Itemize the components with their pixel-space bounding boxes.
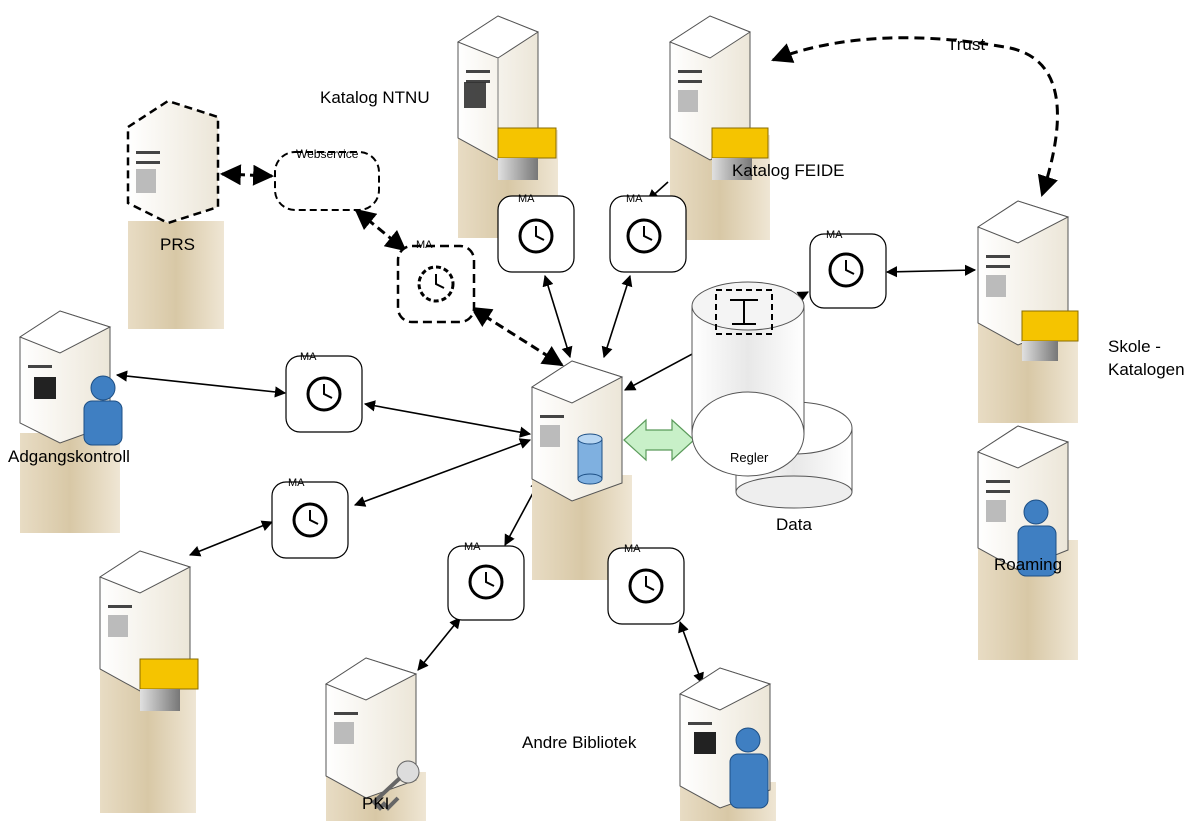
server-skole [976, 200, 1079, 423]
label-regler: Regler [730, 450, 769, 465]
webservice-cloud: Webservice [274, 147, 380, 211]
hub-ma-feide-link [601, 274, 633, 359]
label-skole-line2: Katalogen [1108, 360, 1185, 379]
prs-webservice-link [219, 164, 275, 186]
label-adgangskontroll: Adgangskontroll [8, 447, 130, 466]
ma-label-left-lower: MA [288, 477, 305, 489]
ma-box-left-lower: MA [271, 477, 349, 559]
server-adgangskontroll [18, 310, 123, 533]
adgang-ma-link [115, 370, 287, 398]
label-skole-line1: Skole - [1108, 337, 1161, 356]
ma-label-skole: MA [826, 229, 843, 241]
rules-icon [715, 289, 773, 335]
server-prs [126, 99, 224, 329]
ma-box-skole: MA [809, 229, 887, 309]
server-katalog-feide [668, 15, 770, 240]
server-pki [324, 657, 426, 822]
ma-hub-dashed-link [470, 306, 564, 367]
ma-label-adgang: MA [300, 351, 317, 363]
ma-label-ntnu: MA [518, 193, 535, 205]
ma-box-bibliotek: MA [607, 543, 685, 625]
label-trust: Trust [947, 35, 985, 54]
ma-label-pki: MA [464, 541, 481, 553]
label-roaming: Roaming [994, 555, 1062, 574]
connections [115, 36, 1059, 685]
label-katalog-ntnu: Katalog NTNU [320, 88, 430, 107]
label-andre-bibliotek: Andre Bibliotek [522, 733, 637, 752]
key-icon [371, 760, 420, 811]
ma-box-ntnu [497, 195, 575, 273]
ma-hub-left1-link [363, 400, 532, 438]
server-left-lower [98, 550, 199, 813]
double-arrow-hub-rules [623, 418, 695, 462]
ma-label-webservice: MA [416, 239, 433, 251]
database-icon [577, 433, 603, 485]
ma-box-feide: MA [609, 193, 687, 273]
server-andre-bibliotek [678, 667, 776, 822]
ma-boxes: MA MA MA MA MA [271, 193, 887, 625]
ma-box-webservice: MA [396, 239, 476, 324]
ma-box-adgang: MA [285, 351, 363, 433]
label-prs: PRS [160, 235, 195, 254]
webservice-ma-link [354, 208, 407, 252]
webservice-label: Webservice [296, 147, 359, 161]
label-data: Data [776, 515, 812, 534]
hub-ma-ntnu-link [542, 274, 573, 359]
ma-label-feide: MA [626, 193, 643, 205]
ma-skole-server-link [885, 264, 977, 278]
ma-label-bibliotek: MA [624, 543, 641, 555]
ma-bibliotek-server-link [678, 620, 704, 685]
trust-link [771, 36, 1059, 197]
ma-hub-left2-link [353, 438, 532, 507]
server-ma-left2-link [188, 520, 274, 557]
ma-box-pki: MA [447, 541, 525, 621]
label-katalog-feide: Katalog FEIDE [732, 161, 844, 180]
rules-cylinder [691, 281, 805, 477]
server-roaming [976, 425, 1078, 660]
ma-pki-server-link [417, 617, 461, 671]
server-hub [530, 360, 632, 580]
label-pki: PKI [362, 794, 389, 813]
